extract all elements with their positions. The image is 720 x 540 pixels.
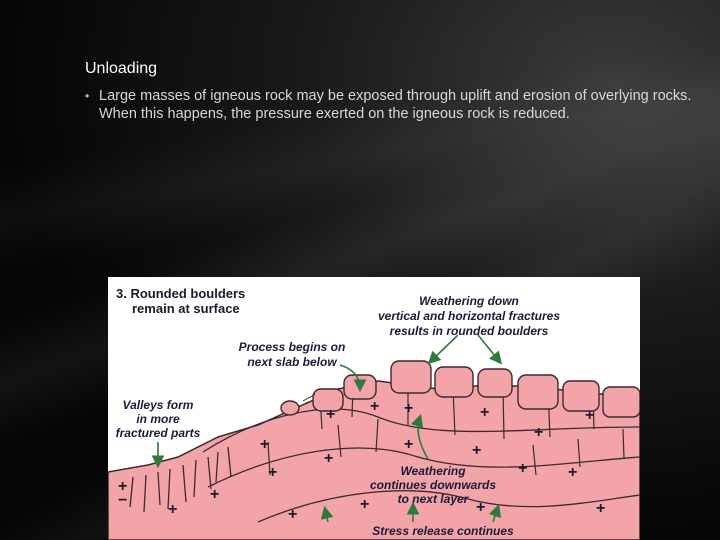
label-process-line2: next slab below	[247, 355, 337, 369]
label-process-line1: Process begins on	[239, 340, 346, 354]
label-weathering-line1: Weathering down	[419, 294, 519, 308]
label-continues-line1: Weathering	[400, 464, 466, 478]
svg-text:+: +	[568, 464, 577, 481]
boulders	[280, 360, 640, 418]
label-step3-line2: remain at surface	[132, 301, 240, 316]
svg-text:+: +	[404, 436, 413, 453]
svg-text:+: +	[585, 407, 594, 424]
bullet-dot-icon: •	[85, 89, 90, 103]
unloading-diagram: +++ +++ +++ +++ +++ +++ ++− 3. Rounded b…	[108, 277, 640, 540]
label-weathering-line2: vertical and horizontal fractures	[378, 309, 560, 323]
svg-text:+: +	[260, 436, 269, 453]
svg-text:+: +	[326, 406, 335, 423]
label-valleys-line2: in more	[136, 412, 180, 426]
svg-text:+: +	[268, 464, 277, 481]
valley-fractures	[129, 446, 232, 513]
svg-text:+: +	[472, 442, 481, 459]
svg-text:+: +	[360, 496, 369, 513]
svg-text:−: −	[118, 492, 127, 509]
annotation-arrows	[151, 334, 503, 523]
label-continues-line3: to next layer	[398, 492, 470, 506]
label-weathering-line3: results in rounded boulders	[390, 324, 549, 338]
svg-text:+: +	[596, 500, 605, 517]
slide-title: Unloading	[85, 60, 158, 77]
sheet-joint-3	[257, 490, 640, 523]
spall-marks	[302, 393, 316, 405]
label-continues-line2: continues downwards	[370, 478, 496, 492]
bullet-text-block: • Large masses of igneous rock may be ex…	[85, 87, 699, 123]
label-step3-line1: 3. Rounded boulders	[116, 286, 245, 301]
svg-text:+: +	[168, 501, 177, 518]
svg-text:+: +	[210, 486, 219, 503]
svg-text:+: +	[370, 398, 379, 415]
sheet-joint-2	[207, 447, 640, 488]
label-valleys-line1: Valleys form	[123, 398, 194, 412]
svg-text:+: +	[518, 460, 527, 477]
svg-text:+: +	[288, 506, 297, 523]
svg-text:+: +	[534, 424, 543, 441]
svg-text:+: +	[476, 499, 485, 516]
svg-text:+: +	[480, 404, 489, 421]
svg-text:+: +	[404, 400, 413, 417]
label-valleys-line3: fractured parts	[116, 426, 201, 440]
svg-text:+: +	[324, 450, 333, 467]
label-stress-release: Stress release continues	[372, 524, 514, 538]
svg-text:+: +	[118, 478, 127, 495]
bullet-text: Large masses of igneous rock may be expo…	[99, 88, 692, 122]
plus-signs: +++ +++ +++ +++ +++ +++ ++−	[118, 398, 605, 523]
